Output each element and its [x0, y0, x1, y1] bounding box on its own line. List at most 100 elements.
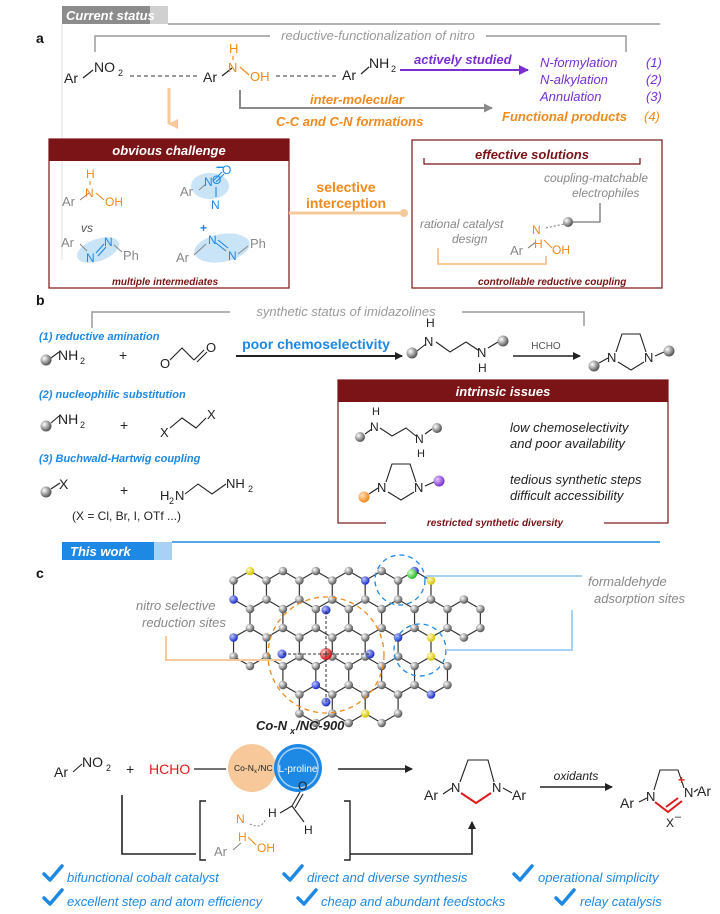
panel-c-label: c — [36, 565, 44, 581]
this-work-header: This work — [62, 541, 660, 560]
challenge-title: obvious challenge — [112, 143, 225, 158]
issues-title: intrinsic issues — [456, 384, 551, 399]
svg-text:Functional products: Functional products — [502, 109, 627, 124]
svg-text:difficult accessibility: difficult accessibility — [510, 488, 625, 503]
svg-text:Ar: Ar — [54, 764, 68, 780]
svg-text:2: 2 — [106, 763, 111, 773]
solutions-title: effective solutions — [475, 147, 589, 162]
svg-text:relay catalysis: relay catalysis — [580, 894, 662, 909]
svg-text:/NC-900: /NC-900 — [295, 718, 345, 733]
lattice-atom — [360, 576, 370, 585]
svg-text:+: + — [120, 482, 128, 498]
lattice-atom — [229, 595, 238, 604]
lattice-atom — [327, 595, 337, 604]
svg-text:H: H — [534, 237, 543, 251]
svg-text:rational catalyst: rational catalyst — [420, 217, 504, 231]
svg-text:cheap and abundant feedstocks: cheap and abundant feedstocks — [321, 894, 506, 909]
lattice-atom — [295, 633, 304, 642]
lattice-atom — [393, 576, 403, 585]
lattice-atom — [393, 690, 403, 699]
svg-text:+: + — [200, 221, 207, 235]
check-icon — [512, 864, 534, 882]
svg-text:N: N — [86, 251, 95, 265]
lattice-atom — [311, 623, 321, 633]
svg-text:2: 2 — [169, 496, 174, 506]
issues-footer: restricted synthetic diversity — [427, 518, 564, 529]
lattice-atom — [344, 661, 354, 671]
lattice-atom — [426, 633, 436, 642]
svg-text:N: N — [175, 488, 184, 503]
lattice-atom — [360, 595, 370, 604]
svg-text:N-formylation: N-formylation — [540, 55, 617, 70]
svg-text:+: + — [119, 347, 127, 363]
svg-text:H: H — [417, 448, 425, 460]
catalyst-site-atom — [277, 649, 287, 659]
svg-text:coupling-matchable: coupling-matchable — [544, 171, 648, 185]
lattice-atom — [344, 604, 354, 614]
panel-a-bracket: reductive-functionalization of nitro — [94, 28, 627, 52]
challenge-box: obvious challenge multiple intermediates… — [48, 138, 290, 289]
lattice-atom — [278, 566, 288, 576]
svg-text:N: N — [646, 789, 655, 804]
svg-text:interception: interception — [306, 195, 386, 211]
svg-text:N: N — [477, 345, 486, 360]
svg-text:2: 2 — [80, 420, 85, 430]
svg-text:Ar: Ar — [342, 67, 356, 83]
svg-text:Ar: Ar — [203, 69, 217, 85]
lattice-atom — [410, 623, 419, 633]
l-proline-circle: L-proline — [274, 744, 322, 792]
svg-text:OH: OH — [250, 69, 270, 84]
svg-text:N: N — [236, 812, 245, 826]
lattice-atom — [245, 604, 255, 614]
svg-text:Ar: Ar — [62, 194, 76, 209]
lattice-atom — [426, 690, 436, 699]
svg-text:NH: NH — [58, 347, 78, 363]
lattice-atom — [245, 623, 255, 633]
check-icon — [554, 888, 576, 906]
svg-text:NO: NO — [82, 754, 103, 770]
lattice-atom — [278, 680, 288, 690]
nitro-site-annotation: nitro selective reduction sites — [136, 598, 282, 661]
svg-text:N: N — [492, 780, 501, 795]
lattice-atom — [311, 604, 321, 614]
catalyst-site-atom — [407, 569, 417, 579]
svg-text:N: N — [104, 235, 113, 249]
svg-text:N: N — [228, 60, 237, 75]
solutions-footer: controllable reductive coupling — [478, 277, 626, 288]
check-icon — [42, 864, 64, 882]
svg-text:tedious synthetic steps: tedious synthetic steps — [510, 472, 642, 487]
lattice-atom — [410, 661, 419, 671]
svg-text:N: N — [607, 350, 616, 365]
catalyst-site-atom — [365, 649, 375, 659]
svg-text:H: H — [268, 806, 277, 820]
lattice-atom — [443, 661, 452, 671]
svg-text:Co-N: Co-N — [234, 763, 254, 773]
panel-b-label: b — [36, 292, 45, 308]
lattice-atom — [327, 576, 337, 585]
check-icon — [282, 864, 304, 882]
reaction-start: Ar NO 2 + HCHO — [54, 754, 190, 780]
lattice-atom — [426, 576, 436, 585]
svg-text:L-proline: L-proline — [279, 764, 318, 775]
svg-text:N: N — [451, 780, 460, 795]
svg-text:N: N — [85, 186, 94, 200]
svg-text:N: N — [532, 223, 541, 237]
lattice-atom — [377, 623, 386, 633]
lattice-atom — [295, 595, 304, 604]
svg-text:low chemoselectivity: low chemoselectivity — [510, 420, 630, 435]
ar-nh2: Ar NH 2 — [342, 55, 396, 83]
lattice-atom — [344, 623, 354, 633]
lattice-atom — [393, 633, 403, 642]
route-3-reagents: X + H 2 N NH 2 (X = Cl, Br, I, OTf ...) — [40, 476, 253, 523]
lattice-atom — [377, 566, 386, 576]
svg-text:X: X — [59, 476, 69, 492]
lattice-atom — [245, 661, 255, 671]
features-list: bifunctional cobalt catalyst direct and … — [42, 864, 662, 909]
svg-text:O: O — [222, 163, 231, 177]
svg-text:operational simplicity: operational simplicity — [538, 870, 660, 885]
svg-text:electrophiles: electrophiles — [572, 186, 639, 200]
svg-text:N: N — [415, 432, 424, 446]
svg-text:X: X — [160, 425, 169, 440]
lattice-atom — [393, 595, 403, 604]
svg-text:N: N — [414, 480, 423, 495]
